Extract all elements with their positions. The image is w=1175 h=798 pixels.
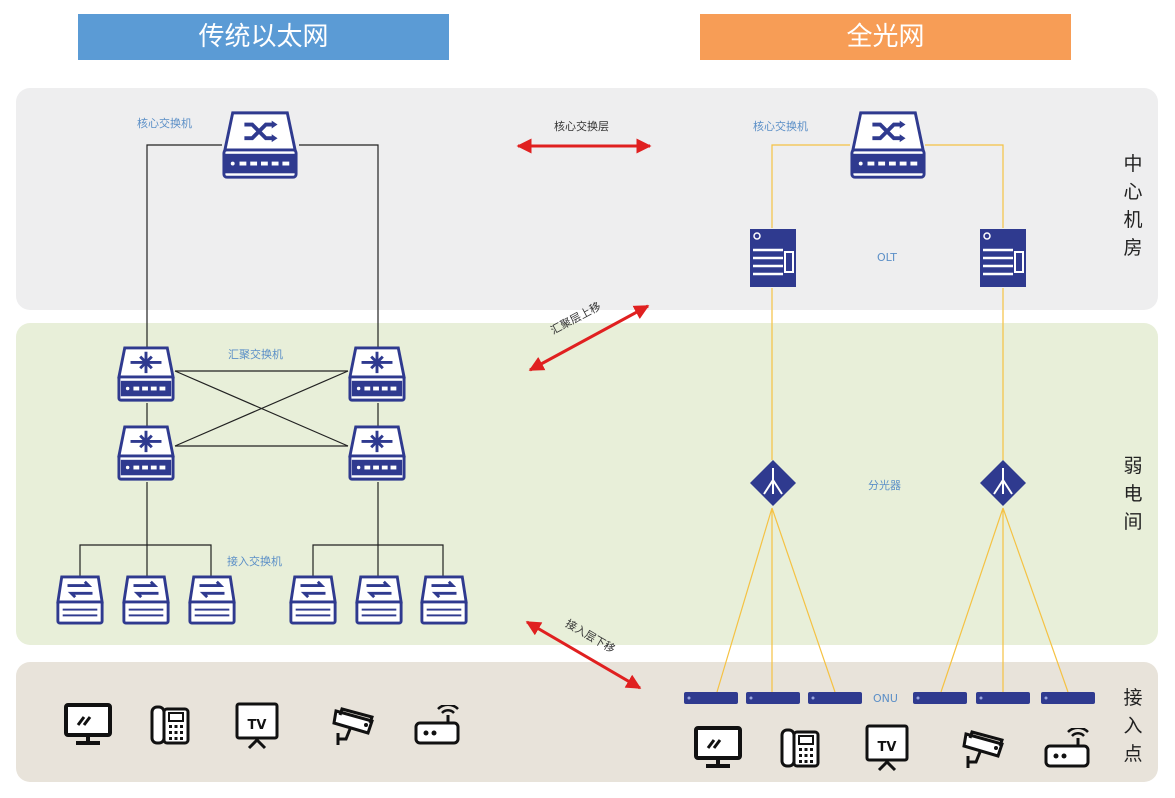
- olt-icon: [979, 228, 1027, 288]
- monitor-icon: [64, 703, 112, 745]
- access-switch-icon: [56, 575, 104, 625]
- aggregation-switch-icon: [348, 425, 406, 481]
- band-core-room: [16, 88, 1158, 310]
- monitor-icon: [694, 726, 742, 768]
- right-core-switch-label: 核心交换机: [753, 120, 808, 133]
- tv-text: TV: [248, 718, 267, 733]
- olt-label: OLT: [877, 251, 897, 264]
- camera-icon: [962, 730, 1004, 770]
- splitter-icon: [749, 459, 797, 507]
- access-down-arrow: [525, 620, 642, 690]
- left-agg-switch-label: 汇聚交换机: [228, 348, 283, 361]
- access-switch-icon: [355, 575, 403, 625]
- access-switch-icon: [188, 575, 236, 625]
- phone-icon: [150, 705, 190, 745]
- agg-up-arrow: [528, 304, 650, 372]
- onu-label: ONU: [873, 692, 898, 705]
- side-label-access-point: 接入点: [1123, 687, 1143, 765]
- aggregation-switch-icon: [348, 346, 406, 402]
- splitter-label: 分光器: [868, 479, 901, 492]
- onu-icon: [808, 692, 862, 704]
- splitter-icon: [979, 459, 1027, 507]
- onu-icon: [684, 692, 738, 704]
- phone-icon: [780, 728, 820, 768]
- access-switch-icon: [420, 575, 468, 625]
- access-switch-icon: [122, 575, 170, 625]
- router-icon: [414, 705, 460, 745]
- header-traditional-ethernet: 传统以太网: [78, 14, 449, 60]
- migration-arrows: [516, 138, 652, 690]
- tv-text: TV: [878, 740, 897, 755]
- header-all-optical-network: 全光网: [700, 14, 1071, 60]
- side-label-weak-current-room: 弱电间: [1123, 455, 1143, 533]
- onu-icon: [976, 692, 1030, 704]
- core-layer-label: 核心交换层: [554, 120, 609, 133]
- left-core-switch-label: 核心交换机: [137, 117, 192, 130]
- olt-icon: [749, 228, 797, 288]
- aggregation-switch-icon: [117, 346, 175, 402]
- router-icon: [1044, 728, 1090, 768]
- side-label-core-room: 中心机房: [1123, 153, 1143, 259]
- access-switch-icon: [289, 575, 337, 625]
- onu-icon: [746, 692, 800, 704]
- onu-icon: [1041, 692, 1095, 704]
- right-core-switch-icon: [849, 110, 927, 180]
- fiber-cabling: [716, 144, 1069, 693]
- ethernet-cabling: [79, 144, 444, 576]
- left-core-switch-icon: [221, 110, 299, 180]
- camera-icon: [332, 707, 374, 747]
- aggregation-switch-icon: [117, 425, 175, 481]
- onu-icon: [913, 692, 967, 704]
- left-access-switch-label: 接入交换机: [227, 555, 282, 568]
